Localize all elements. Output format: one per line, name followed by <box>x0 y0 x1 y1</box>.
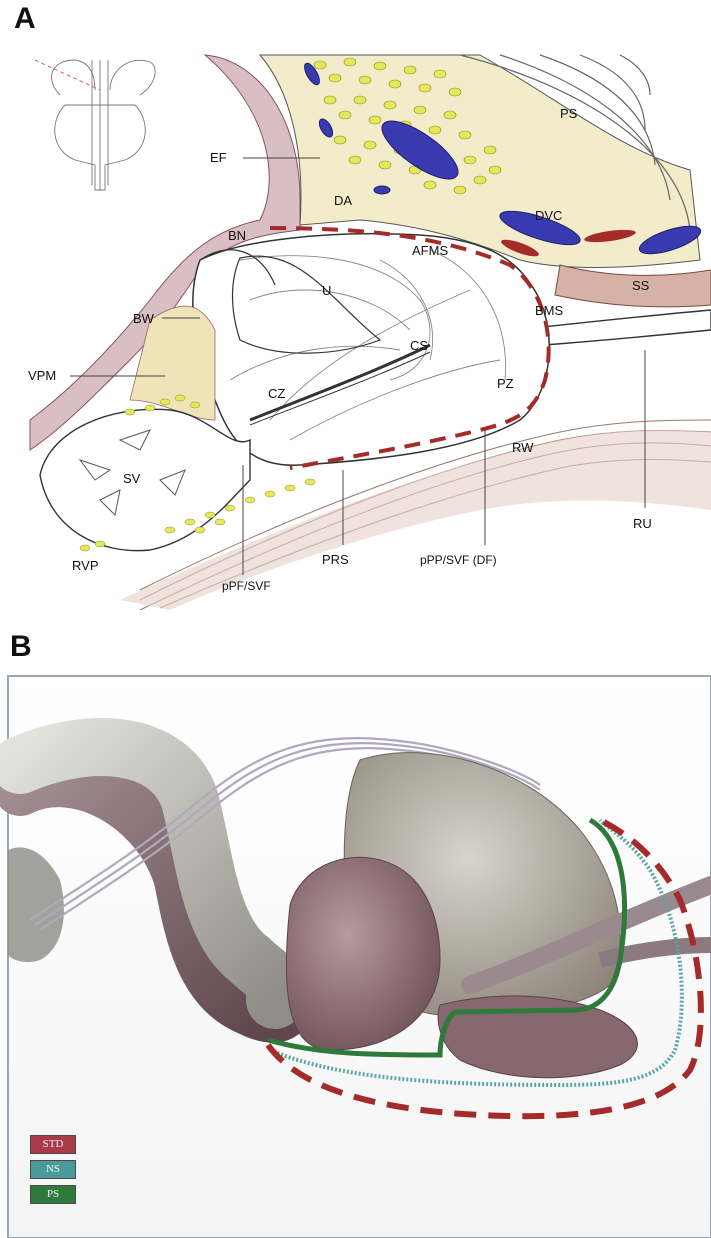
legend-item-ps: PS <box>30 1185 76 1204</box>
legend-item-std: STD <box>30 1135 76 1154</box>
legend: STD NS PS <box>30 1135 76 1210</box>
legend-item-ns: NS <box>30 1160 76 1179</box>
